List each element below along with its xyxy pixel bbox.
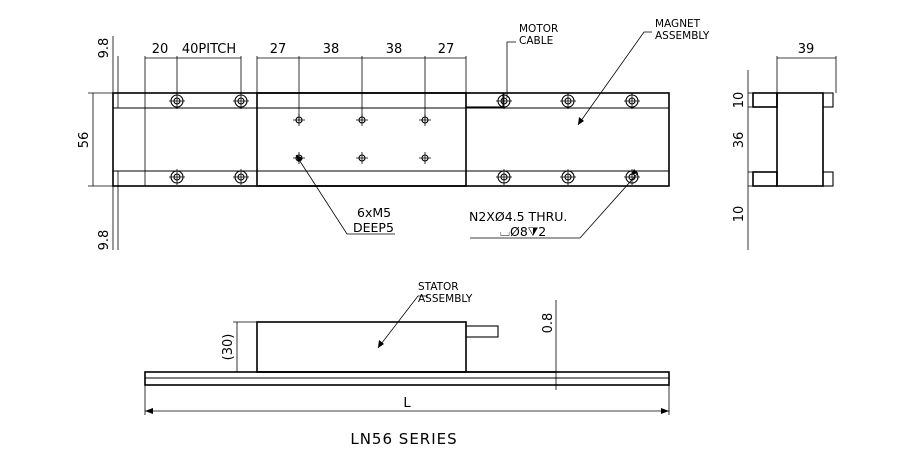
thru-holes-label-2: ⌴Ø8⧩2 — [500, 224, 546, 239]
dim-side-10-top: 10 — [732, 92, 747, 109]
dim-56: 56 — [77, 132, 92, 149]
magnet-rail-outline — [112, 92, 670, 187]
stator-assembly-label-1: STATOR — [418, 281, 459, 293]
rail-holes — [169, 93, 640, 185]
tapped-holes-label-1: 6xM5 — [357, 205, 391, 220]
front-view: (30) 0.8 L STATOR ASSEMBLY LN56 SERIES — [144, 281, 670, 448]
dim-30: (30) — [221, 334, 236, 361]
motor-cable-label-1: MOTOR — [519, 23, 558, 35]
dim-9.8-bottom: 9.8 — [97, 230, 112, 251]
dim-39: 39 — [798, 42, 815, 57]
stator-assembly-label-2: ASSEMBLY — [418, 293, 473, 305]
magnet-assembly-label-1: MAGNET — [655, 18, 701, 30]
dim-0.8: 0.8 — [541, 313, 556, 334]
dim-side-10-bottom: 10 — [732, 206, 747, 223]
dim-38-a: 38 — [323, 42, 340, 57]
tapped-holes — [293, 114, 431, 164]
dim-27-right: 27 — [438, 42, 455, 57]
dim-20: 20 — [152, 42, 169, 57]
series-title: LN56 SERIES — [350, 430, 457, 448]
top-view: 20 40PITCH 27 38 38 27 9.8 56 9.8 — [77, 18, 710, 250]
carriage-block — [256, 92, 467, 187]
motor-cable-stub — [465, 92, 504, 108]
dim-40pitch: 40PITCH — [182, 42, 236, 57]
magnet-assembly-label-2: ASSEMBLY — [655, 30, 710, 42]
thru-holes-label-1: N2XØ4.5 THRU. — [469, 209, 567, 224]
dim-27-left: 27 — [270, 42, 287, 57]
dim-side-36: 36 — [732, 132, 747, 149]
dim-L: L — [403, 396, 411, 411]
side-view: 39 10 36 10 — [732, 42, 837, 250]
dim-38-b: 38 — [386, 42, 403, 57]
tapped-holes-label-2: DEEP5 — [353, 220, 394, 235]
dim-9.8-top: 9.8 — [97, 38, 112, 59]
motor-cable-label-2: CABLE — [519, 35, 553, 47]
